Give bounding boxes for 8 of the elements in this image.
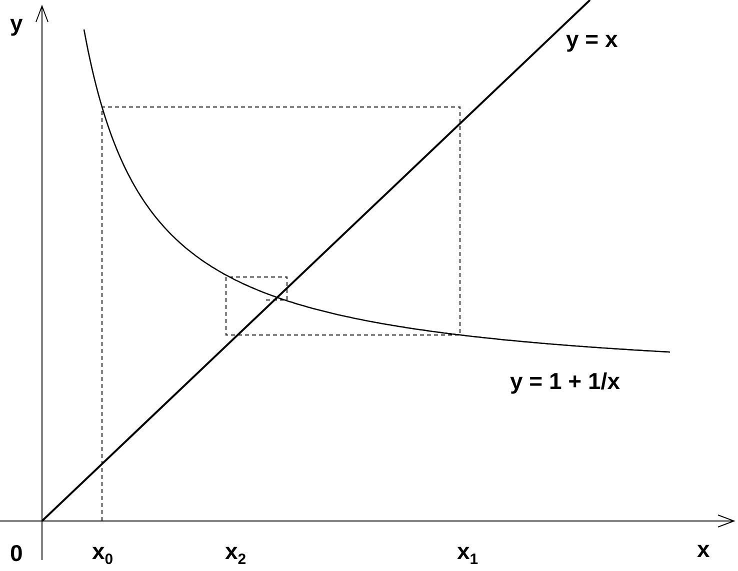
point-label: x$_{1}$ (457, 540, 478, 567)
point-label: x$_{0}$ (92, 540, 114, 567)
point-label: x$_{2}$ (225, 540, 246, 567)
axis-label: x (697, 538, 710, 561)
curve-label: y = x (566, 28, 618, 51)
curve-label: y = 1 + 1/x (510, 370, 620, 393)
origin-label: 0 (10, 542, 23, 565)
axis-label: y (10, 12, 23, 35)
